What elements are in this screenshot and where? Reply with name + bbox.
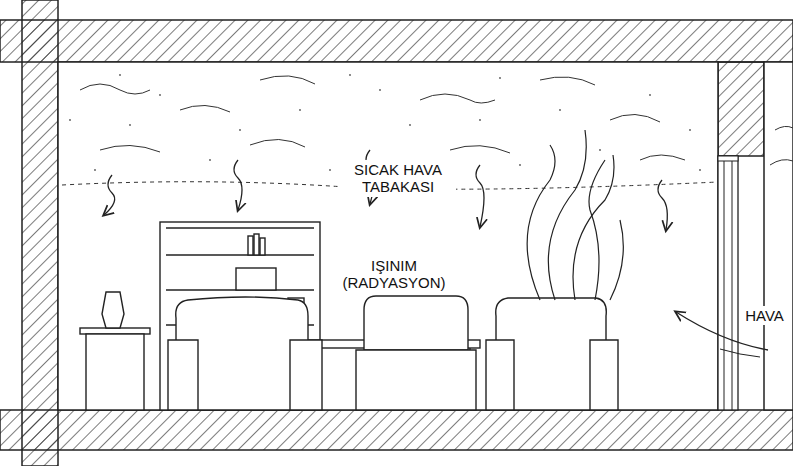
radiation-label: IŞINIM (RADYASYON) [336, 256, 452, 293]
layer-label: SICAK HAVA TABAKASI [340, 160, 456, 197]
air-label: HAVA [739, 306, 790, 325]
